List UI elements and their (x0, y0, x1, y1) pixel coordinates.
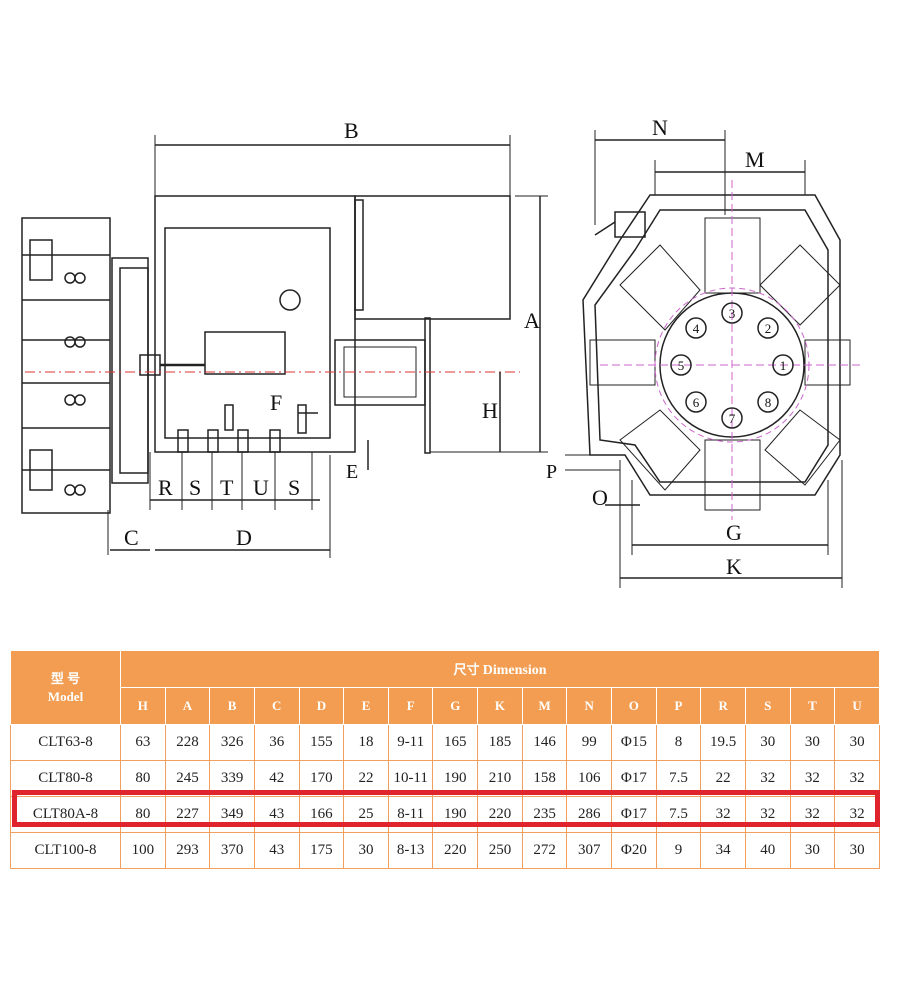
value-cell: 8 (655, 724, 702, 761)
label-f: F (270, 390, 282, 415)
label-e: E (346, 461, 358, 483)
column-header-o: O (611, 687, 657, 725)
label-s2: S (288, 475, 300, 500)
value-cell: 220 (432, 832, 479, 869)
label-h: H (482, 398, 498, 423)
value-cell: 36 (253, 724, 300, 761)
value-cell: 175 (298, 832, 345, 869)
value-cell: 99 (566, 724, 613, 761)
dimension-header-en: Dimension (482, 663, 547, 678)
station-1: 1 (780, 358, 787, 373)
label-r: R (158, 475, 173, 500)
column-header-s: S (744, 687, 791, 725)
value-cell: 63 (120, 724, 166, 761)
value-cell: 272 (521, 832, 568, 869)
model-header-en: Model (47, 688, 84, 704)
value-cell: 100 (120, 832, 166, 869)
value-cell: 30 (789, 832, 836, 869)
value-cell: Φ20 (611, 832, 657, 869)
value-cell: 326 (209, 724, 255, 761)
value-cell: 18 (343, 724, 389, 761)
model-cell: CLT63-8 (10, 724, 121, 761)
value-cell: 30 (834, 724, 880, 761)
value-cell: 146 (521, 724, 568, 761)
value-cell: 293 (164, 832, 211, 869)
label-a: A (524, 308, 540, 333)
column-header-d: D (298, 687, 345, 725)
technical-drawing: B A H F E R S T U S C D N M P O G K 1 2 … (21, 115, 860, 588)
value-cell: 165 (432, 724, 479, 761)
label-u: U (253, 475, 269, 500)
highlight-box (12, 790, 880, 827)
value-cell: 34 (700, 832, 746, 869)
model-header-cn: 型 号 (50, 670, 81, 686)
value-cell: 155 (298, 724, 345, 761)
station-7: 7 (729, 411, 736, 426)
dimension-header: 尺寸 Dimension (120, 650, 880, 688)
column-header-n: N (566, 687, 613, 725)
column-header-k: K (477, 687, 523, 725)
station-3: 3 (729, 306, 736, 321)
station-5: 5 (678, 358, 685, 373)
column-header-m: M (521, 687, 568, 725)
label-t: T (220, 475, 234, 500)
label-n: N (652, 115, 668, 140)
value-cell: 19.5 (700, 724, 746, 761)
station-6: 6 (693, 395, 700, 410)
model-header: 型 号 Model (10, 650, 121, 725)
column-header-t: T (789, 687, 836, 725)
label-s1: S (189, 475, 201, 500)
value-cell: 30 (789, 724, 836, 761)
value-cell: 228 (164, 724, 211, 761)
value-cell: 8-13 (387, 832, 434, 869)
column-header-g: G (432, 687, 479, 725)
column-header-a: A (164, 687, 211, 725)
value-cell: 30 (834, 832, 880, 869)
value-cell: 370 (209, 832, 255, 869)
column-header-b: B (209, 687, 255, 725)
value-cell: 30 (744, 724, 791, 761)
column-header-r: R (700, 687, 746, 725)
label-p: P (546, 461, 557, 483)
value-cell: 43 (253, 832, 300, 869)
tool-disc-side (21, 217, 111, 514)
turret-body (154, 195, 356, 453)
label-g: G (726, 520, 742, 545)
column-header-f: F (387, 687, 434, 725)
value-cell: Φ15 (611, 724, 657, 761)
label-o: O (592, 485, 608, 510)
column-header-p: P (655, 687, 702, 725)
value-cell: 250 (477, 832, 523, 869)
column-header-u: U (834, 687, 880, 725)
value-cell: 307 (566, 832, 613, 869)
value-cell: 40 (744, 832, 791, 869)
column-header-c: C (253, 687, 300, 725)
label-c: C (124, 525, 139, 550)
dimension-header-cn: 尺寸 (453, 662, 480, 677)
value-cell: 9-11 (387, 724, 434, 761)
station-8: 8 (765, 395, 772, 410)
label-k: K (726, 554, 742, 579)
label-m: M (745, 147, 765, 172)
model-cell: CLT100-8 (10, 832, 121, 869)
station-2: 2 (765, 321, 772, 336)
turret-front-outline (582, 194, 841, 496)
value-cell: 30 (343, 832, 389, 869)
label-d: D (236, 525, 252, 550)
column-header-h: H (120, 687, 166, 725)
value-cell: 185 (477, 724, 523, 761)
label-b: B (344, 118, 359, 143)
value-cell: 9 (655, 832, 702, 869)
column-header-e: E (343, 687, 389, 725)
station-4: 4 (693, 321, 700, 336)
